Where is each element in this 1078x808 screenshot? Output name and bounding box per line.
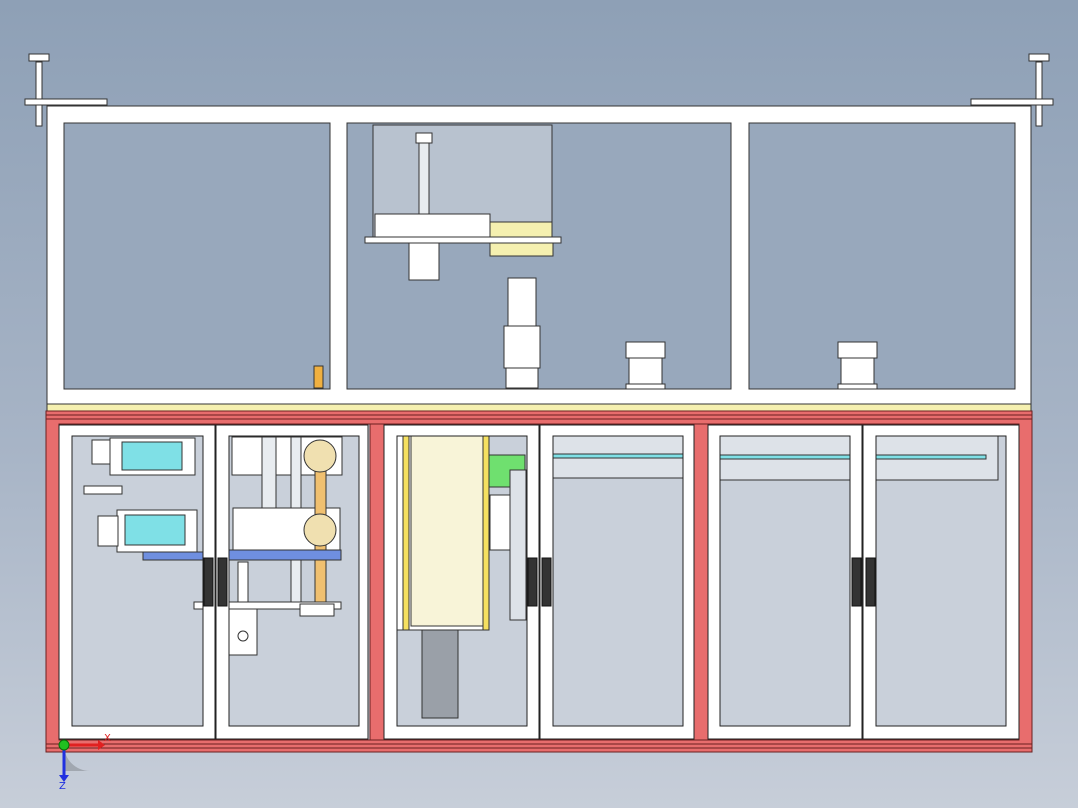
door-handles[interactable] [203, 557, 876, 607]
orange-pin [313, 365, 324, 389]
press-assembly [364, 124, 562, 389]
leveling-foot-right [970, 53, 1054, 127]
left-bay-mechanism [83, 436, 343, 656]
leveling-foot-left [24, 53, 108, 127]
cylinder-right [837, 341, 878, 390]
doors[interactable] [58, 424, 1020, 740]
z-axis-label: Z [59, 781, 66, 792]
cylinder-left [625, 341, 666, 390]
x-axis-label: X [104, 733, 111, 744]
y-axis-dot [58, 739, 70, 751]
